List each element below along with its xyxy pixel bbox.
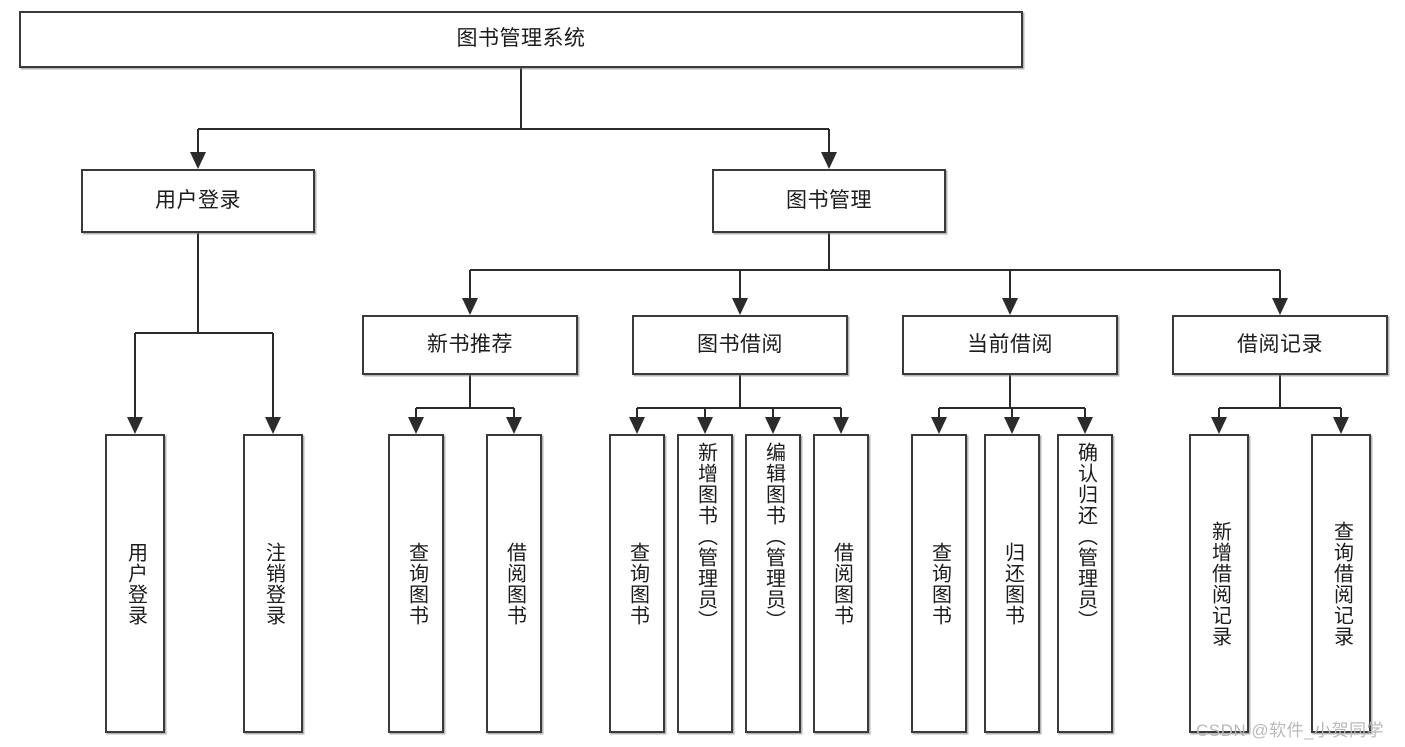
book-manage-branch-2-arrowhead	[1002, 298, 1018, 315]
node-label: 新增借阅记录	[1208, 520, 1231, 647]
node-label: 新书推荐	[427, 332, 513, 356]
leaf-branch-0-arrowhead	[408, 417, 424, 434]
node-leaf-edit-book: 编辑图书（管理员）	[745, 434, 801, 733]
leaf-branch-6-arrowhead	[931, 417, 947, 434]
node-leaf-add-borrow-record: 新增借阅记录	[1189, 434, 1249, 733]
leaf-branch-5-arrowhead	[833, 417, 849, 434]
node-label: 查询借阅记录	[1330, 520, 1353, 647]
node-label: 查询图书	[928, 541, 951, 626]
node-leaf-query-borrow-record: 查询借阅记录	[1311, 434, 1371, 733]
node-label: 用户登录	[155, 188, 241, 212]
node-label: 新增图书（管理员）	[694, 442, 717, 631]
user-login-branch-1-arrowhead	[265, 417, 281, 434]
node-label: 借阅图书	[830, 541, 853, 626]
node-leaf-query-book-3: 查询图书	[911, 434, 967, 733]
node-user-login: 用户登录	[81, 169, 315, 233]
node-label: 编辑图书（管理员）	[762, 442, 785, 631]
node-leaf-borrow-book-1: 借阅图书	[486, 434, 542, 733]
node-label: 图书借阅	[697, 332, 783, 356]
node-label: 借阅图书	[503, 541, 526, 626]
node-leaf-borrow-book-2: 借阅图书	[813, 434, 869, 733]
leaf-branch-10-arrowhead	[1333, 417, 1349, 434]
node-label: 借阅记录	[1237, 332, 1323, 356]
node-label: 用户登录	[124, 541, 147, 626]
book-manage-branch-1-arrowhead	[732, 298, 748, 315]
node-leaf-add-book: 新增图书（管理员）	[677, 434, 733, 733]
book-manage-branch-0-arrowhead	[462, 298, 478, 315]
node-root: 图书管理系统	[19, 11, 1023, 68]
csdn-watermark: CSDN @软件_小贺同学	[1196, 721, 1385, 740]
node-label: 注销登录	[262, 541, 285, 626]
leaf-branch-2-arrowhead	[629, 417, 645, 434]
node-leaf-return-book: 归还图书	[984, 434, 1040, 733]
root-branch-1-arrowhead	[821, 152, 837, 169]
leaf-branch-3-arrowhead	[697, 417, 713, 434]
node-current-borrow: 当前借阅	[902, 315, 1118, 375]
node-label: 图书管理	[786, 188, 872, 212]
node-label: 确认归还（管理员）	[1074, 442, 1097, 631]
node-label: 当前借阅	[967, 332, 1053, 356]
node-book-borrow: 图书借阅	[632, 315, 848, 375]
node-label: 查询图书	[626, 541, 649, 626]
book-manage-branch-3-arrowhead	[1272, 298, 1288, 315]
leaf-branch-1-arrowhead	[506, 417, 522, 434]
root-branch-0-arrowhead	[190, 152, 206, 169]
node-leaf-user-login: 用户登录	[105, 434, 165, 733]
node-label: 图书管理系统	[456, 27, 586, 51]
node-book-manage: 图书管理	[712, 169, 946, 233]
user-login-branch-0-arrowhead	[127, 417, 143, 434]
node-leaf-user-logout: 注销登录	[243, 434, 303, 733]
leaf-branch-4-arrowhead	[765, 417, 781, 434]
leaf-branch-9-arrowhead	[1211, 417, 1227, 434]
node-leaf-query-book-1: 查询图书	[388, 434, 444, 733]
node-new-book-recommend: 新书推荐	[362, 315, 578, 375]
node-leaf-query-book-2: 查询图书	[609, 434, 665, 733]
node-label: 查询图书	[405, 541, 428, 626]
node-label: 归还图书	[1001, 541, 1024, 626]
leaf-branch-7-arrowhead	[1004, 417, 1020, 434]
leaf-branch-8-arrowhead	[1077, 417, 1093, 434]
node-leaf-confirm-return: 确认归还（管理员）	[1057, 434, 1113, 733]
node-borrow-record: 借阅记录	[1172, 315, 1388, 375]
